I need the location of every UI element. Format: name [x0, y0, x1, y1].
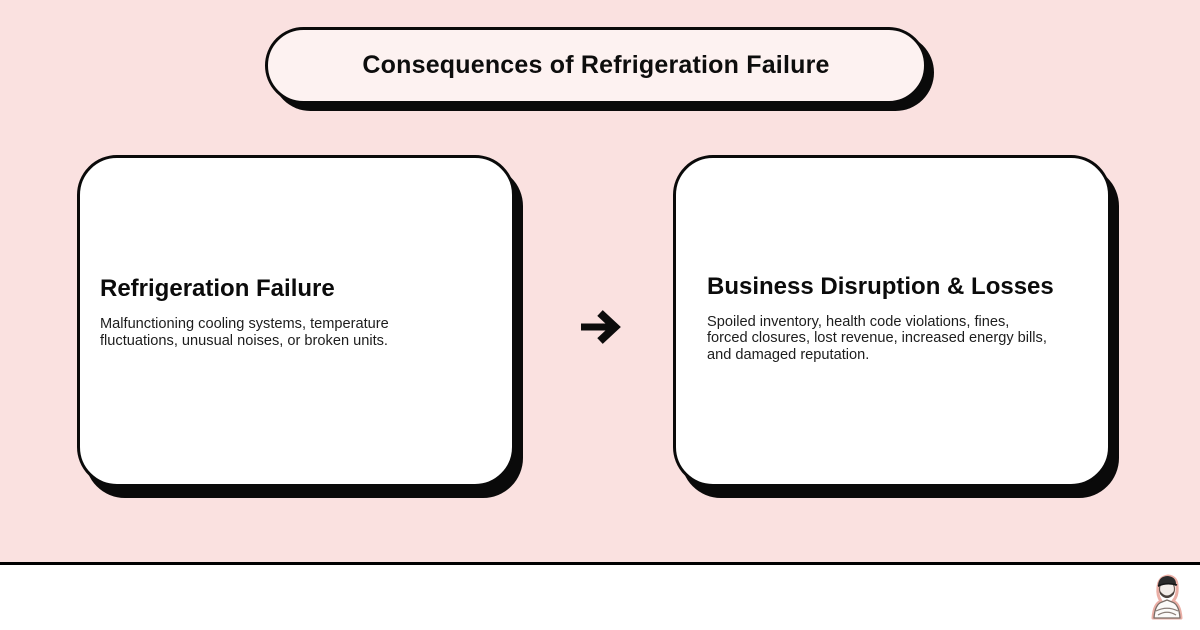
page-title: Consequences of Refrigeration Failure — [362, 51, 830, 79]
title-banner: Consequences of Refrigeration Failure — [265, 27, 927, 104]
footer-bar — [0, 562, 1200, 630]
right-arrow-icon — [576, 303, 624, 351]
cause-title: Refrigeration Failure — [100, 275, 335, 302]
technician-mascot-icon — [1147, 572, 1187, 620]
cause-description: Malfunctioning cooling systems, temperat… — [100, 316, 389, 349]
flow-node-cause: Refrigeration Failure Malfunctioning coo… — [77, 155, 515, 487]
effect-title: Business Disruption & Losses — [707, 272, 1054, 300]
flow-node-effect: Business Disruption & Losses Spoiled inv… — [673, 155, 1111, 487]
effect-description: Spoiled inventory, health code violation… — [707, 313, 1047, 363]
